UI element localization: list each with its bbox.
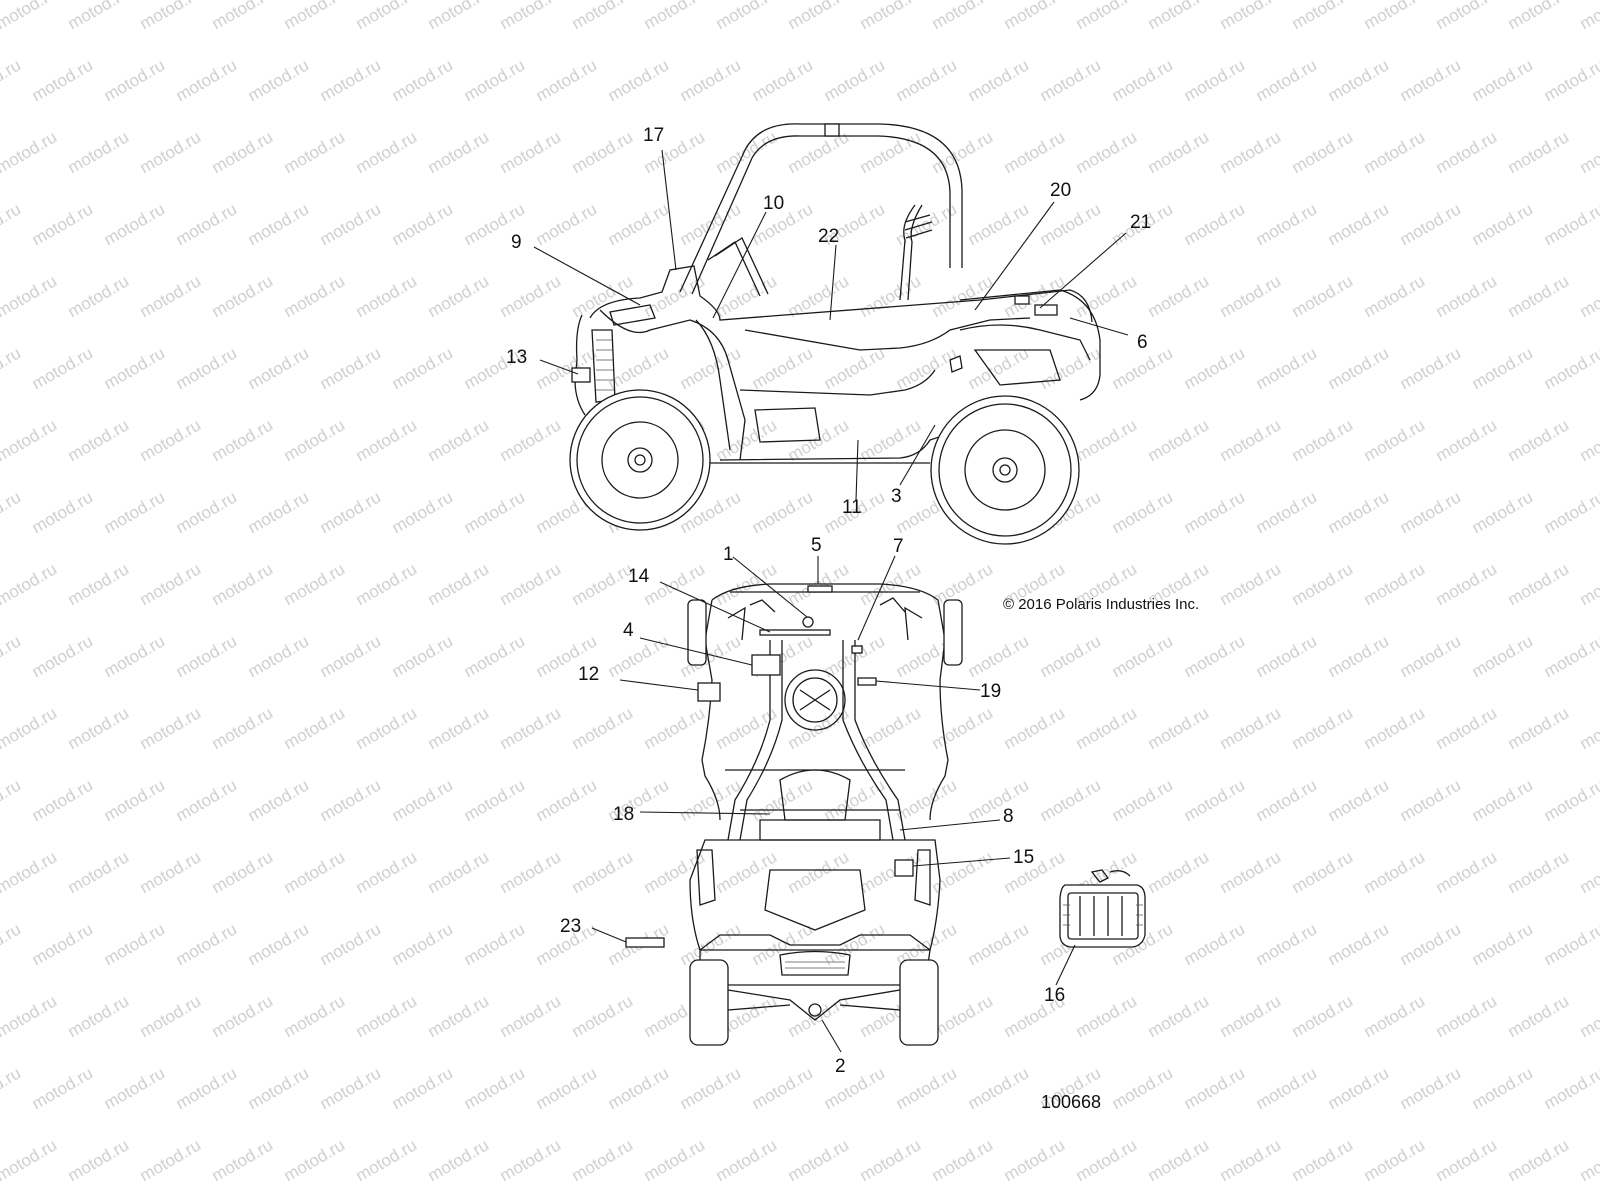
callout-labels: 17 9 10 22 13 20 21 6 11 3 1 5 7 14 4 12… (506, 125, 1151, 1077)
callout-20: 20 (1050, 180, 1071, 201)
decal-part-23-icon (625, 937, 665, 948)
callout-5: 5 (811, 535, 822, 556)
callout-16: 16 (1044, 985, 1065, 1006)
copyright-text: © 2016 Polaris Industries Inc. (1003, 596, 1199, 613)
callout-23: 23 (560, 916, 581, 937)
callout-2: 2 (835, 1056, 846, 1077)
callout-22: 22 (818, 226, 839, 247)
top-view-drawing-icon (687, 583, 963, 1046)
callout-4: 4 (623, 620, 634, 641)
callout-12: 12 (578, 664, 599, 685)
decal-part-16-icon (1059, 869, 1146, 948)
callout-19: 19 (980, 681, 1001, 702)
callout-7: 7 (893, 536, 904, 557)
figure-number: 100668 (1041, 1092, 1101, 1112)
callout-8: 8 (1003, 806, 1014, 827)
callout-17: 17 (643, 125, 664, 146)
side-view-drawing-icon (569, 123, 1101, 545)
leader-lines (533, 149, 1129, 1053)
callout-10: 10 (763, 193, 784, 214)
callout-3: 3 (891, 486, 902, 507)
callout-21: 21 (1130, 212, 1151, 233)
callout-14: 14 (628, 566, 650, 587)
callout-18: 18 (613, 804, 634, 825)
callout-13: 13 (506, 347, 527, 368)
callout-11: 11 (842, 497, 862, 518)
callout-15: 15 (1013, 847, 1034, 868)
callout-9: 9 (511, 232, 522, 253)
callout-6: 6 (1137, 332, 1148, 353)
callout-1: 1 (723, 544, 734, 565)
